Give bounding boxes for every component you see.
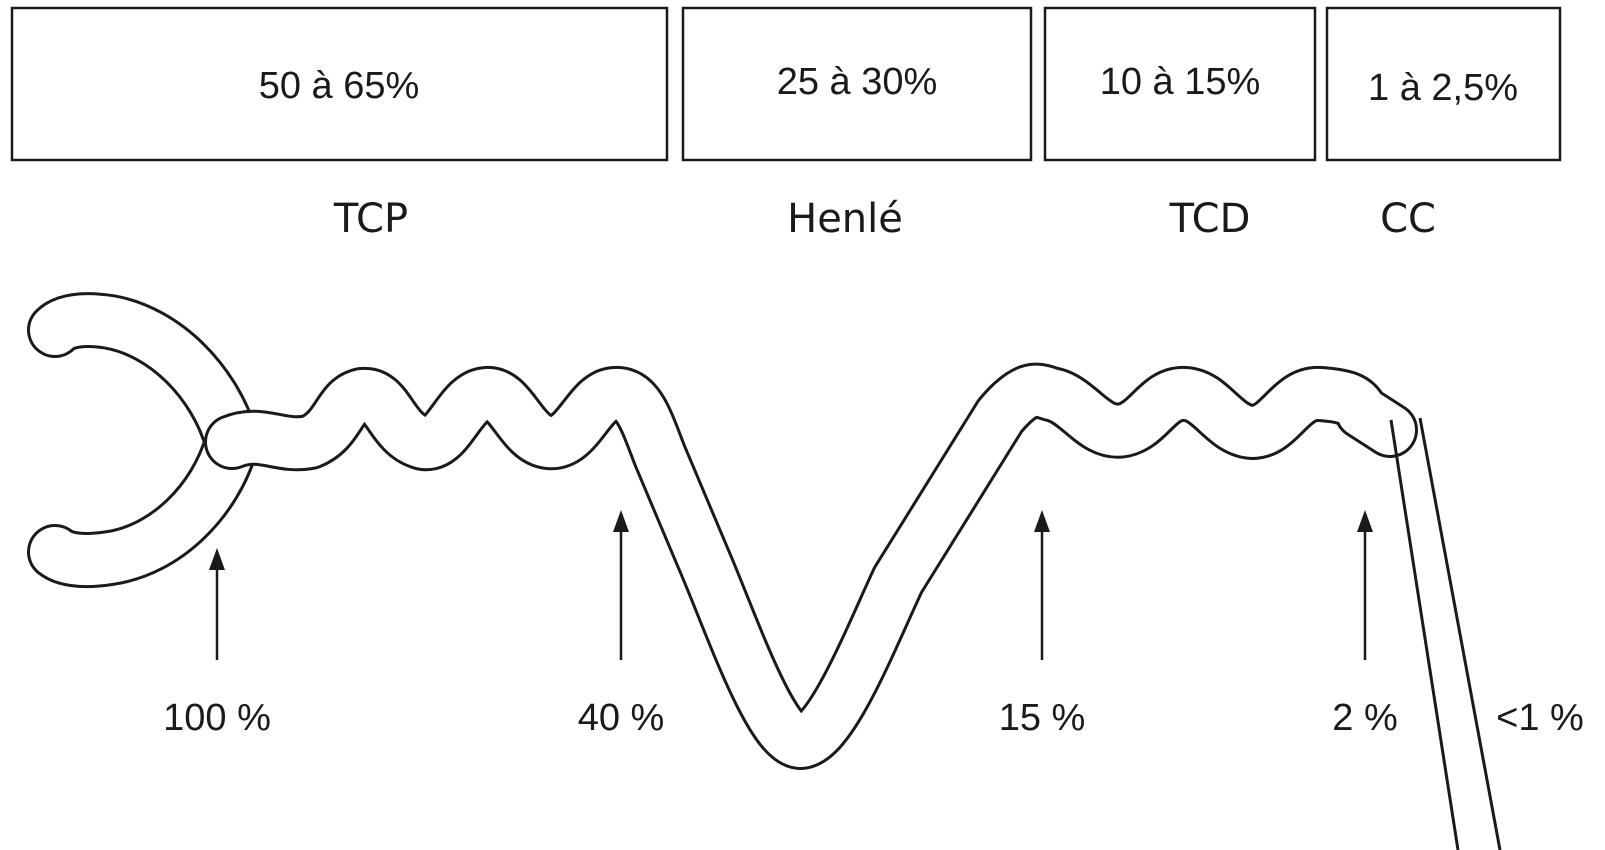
box-henle: 25 à 30% <box>681 6 1033 162</box>
box-henle-value: 25 à 30% <box>777 61 938 103</box>
marker-lt1-label: <1 % <box>1496 697 1584 739</box>
marker-40: 40 % <box>578 510 665 739</box>
marker-2-label: 2 % <box>1332 697 1397 739</box>
marker-40-label: 40 % <box>578 697 665 739</box>
marker-100: 100 % <box>163 548 271 739</box>
collecting-duct <box>1389 417 1502 850</box>
bowman-capsule <box>27 292 260 588</box>
box-tcp: 50 à 65% <box>10 6 669 162</box>
segment-label-cc: CC <box>1380 196 1436 242</box>
box-cc-value: 1 à 2,5% <box>1368 67 1518 109</box>
box-tcp-value: 50 à 65% <box>259 65 420 107</box>
nephron-tubule <box>204 362 1418 770</box>
box-cc: 1 à 2,5% <box>1325 6 1562 162</box>
segment-label-henle: Henlé <box>787 196 903 242</box>
marker-15: 15 % <box>999 510 1086 739</box>
marker-100-label: 100 % <box>163 697 271 739</box>
box-tcd-value: 10 à 15% <box>1100 61 1261 103</box>
box-tcd: 10 à 15% <box>1043 6 1317 162</box>
marker-2: 2 % <box>1332 510 1398 739</box>
marker-15-label: 15 % <box>999 697 1086 739</box>
segment-label-tcp: TCP <box>333 196 408 242</box>
segment-label-tcd: TCD <box>1169 196 1251 242</box>
